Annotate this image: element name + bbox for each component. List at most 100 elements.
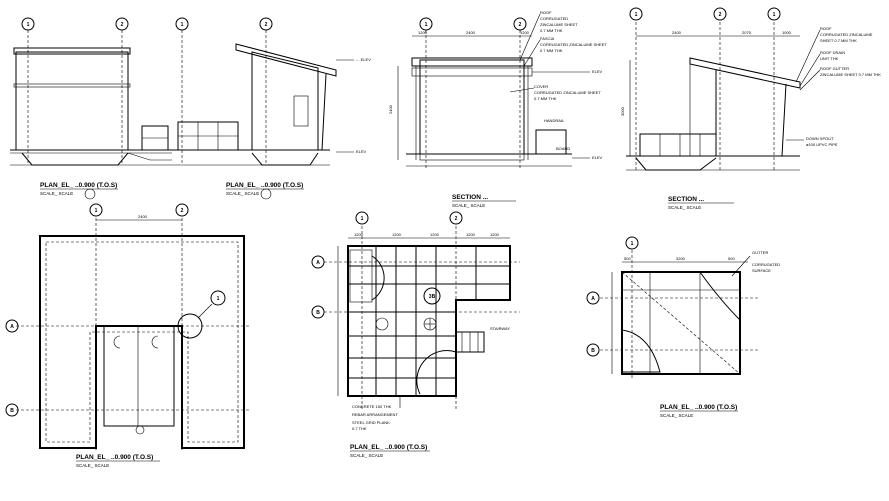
grid-bubble: 1	[21, 17, 35, 31]
roof-fascia	[13, 47, 131, 55]
grating-grid	[347, 245, 511, 397]
drawing-title: PLAN_EL_ ..0.900 (T.O.S)	[350, 444, 427, 451]
svg-text:CORRUGATED ZINCALUME SHEET: CORRUGATED ZINCALUME SHEET	[534, 90, 601, 95]
plan-notes: GUTTER CORRUGATED SURFACE	[731, 250, 780, 277]
sloped-roof	[235, 43, 337, 77]
front-elevation: 1 2 PLAN_EL_ ..0.900 (T.O.S) SCALE_ SCAL…	[10, 17, 172, 200]
svg-text:ELEV: ELEV	[592, 69, 603, 74]
grid-label: 2	[719, 12, 722, 18]
svg-text:1200: 1200	[354, 232, 364, 237]
svg-text:BOARD: BOARD	[556, 146, 570, 151]
svg-text:1200: 1200	[520, 30, 530, 35]
svg-text:STAIRWAY: STAIRWAY	[490, 326, 510, 331]
drawing-title: PLAN_EL_ ..0.900 (T.O.S)	[40, 182, 117, 189]
grid-bubble: B	[586, 343, 600, 357]
grid-bubble: 1	[625, 236, 639, 250]
svg-text:ø100 UPVC PIPE: ø100 UPVC PIPE	[806, 142, 838, 147]
svg-text:ROOF GUTTER: ROOF GUTTER	[820, 66, 849, 71]
stair-hatch	[349, 249, 373, 303]
grid-bubble: 2	[513, 17, 527, 31]
sloped-roof	[689, 57, 801, 89]
svg-text:ROOF: ROOF	[540, 10, 552, 15]
drawing-title: SECTION ...	[668, 196, 704, 203]
drawing-scale: SCALE_ SCALE	[226, 191, 259, 196]
svg-text:UNIT THK: UNIT THK	[820, 56, 839, 61]
drawing-title: SECTION ...	[452, 194, 488, 201]
svg-text:FASCIA: FASCIA	[540, 36, 555, 41]
grid-bubble: 2	[259, 17, 273, 31]
grid-bubble: 1	[629, 7, 643, 21]
svg-text:1200: 1200	[430, 232, 440, 237]
grid-bubble: B	[5, 403, 19, 417]
grid-bubble: 2	[449, 211, 463, 225]
detail-callout: 1	[177, 290, 226, 339]
svg-text:SURFACE: SURFACE	[752, 268, 771, 273]
svg-text:2400: 2400	[672, 30, 682, 35]
svg-text:COVER: COVER	[534, 84, 548, 89]
grid-bubble: 1	[89, 203, 103, 217]
svg-text:1200: 1200	[466, 232, 476, 237]
svg-text:ZINCALUME SHEET 0.7 MM THK: ZINCALUME SHEET 0.7 MM THK	[820, 72, 881, 77]
svg-text:3B: 3B	[429, 294, 436, 300]
grid-bubble: 2	[713, 7, 727, 21]
grid-bubble: 1	[767, 7, 781, 21]
plan-notes: CONCRETE 150 THK REBAR ARRANGEMENT STEEL…	[352, 326, 510, 431]
svg-text:ELEV: ELEV	[356, 149, 367, 154]
svg-text:500: 500	[624, 256, 631, 261]
grid-label: 2	[519, 22, 522, 28]
level-marker: ELEV	[572, 155, 603, 160]
callout-notes: ROOF CORRUGATED ZINCALUME SHEET 0.7 MM T…	[509, 10, 607, 151]
grid-label: A	[316, 260, 320, 266]
svg-text:0.7 MM THK: 0.7 MM THK	[540, 28, 563, 33]
grid-label: 1	[181, 22, 184, 28]
drawing-scale: SCALE_ SCALE	[660, 413, 693, 418]
grid-bubble: 2	[175, 203, 189, 217]
svg-text:DOWN SPOUT: DOWN SPOUT	[806, 136, 834, 141]
cladding-wall	[15, 51, 129, 151]
drawing-scale: SCALE_ SCALE	[668, 205, 701, 210]
side-elevation: 1 2 -.. ELEV ELEV PLAN_EL_ ..0.900 (T.O.…	[172, 17, 371, 200]
grid-label: B	[316, 310, 320, 316]
svg-text:2400: 2400	[466, 30, 476, 35]
svg-text:ROOF: ROOF	[820, 26, 832, 31]
svg-text:2400: 2400	[138, 214, 148, 219]
grid-label: 2	[455, 216, 458, 222]
grid-bubble: 2	[115, 17, 129, 31]
grid-bubble: A	[311, 255, 325, 269]
svg-text:0.7 MM THK: 0.7 MM THK	[534, 96, 557, 101]
svg-text:2075: 2075	[742, 30, 752, 35]
svg-text:1200: 1200	[392, 232, 402, 237]
svg-text:CORRUGATED: CORRUGATED	[752, 262, 780, 267]
svg-text:ZINCALUME SHEET: ZINCALUME SHEET	[540, 22, 578, 27]
plan-b: 1 2 A B 1200 1200 1200 1200 1200	[311, 211, 520, 458]
grid-label: 2	[265, 22, 268, 28]
svg-text:1200: 1200	[490, 232, 500, 237]
svg-text:0.7 MM THK: 0.7 MM THK	[540, 48, 563, 53]
grid-label: A	[591, 296, 595, 302]
svg-text:CONCRETE 150 THK: CONCRETE 150 THK	[352, 404, 392, 409]
grid-bubble: A	[586, 291, 600, 305]
roof-plan-outline	[621, 271, 741, 375]
drawing-title: PLAN_EL_ ..0.900 (T.O.S)	[660, 404, 737, 411]
grid-bubble: 1	[175, 17, 189, 31]
svg-text:CORRUGATED ZINCALUME: CORRUGATED ZINCALUME	[820, 32, 873, 37]
svg-text:2400: 2400	[388, 104, 393, 114]
svg-text:CORRUGATED ZINCALUME SHEET: CORRUGATED ZINCALUME SHEET	[540, 42, 607, 47]
svg-text:SHEET 0.7 MM THK: SHEET 0.7 MM THK	[820, 38, 857, 43]
drawing-scale: SCALE_ SCALE	[350, 453, 383, 458]
grid-label: 1	[27, 22, 30, 28]
door-panel	[293, 95, 309, 127]
drawing-scale: SCALE_ SCALE	[452, 203, 485, 208]
drawing-title: PLAN_EL_ ..0.900 (T.O.S)	[226, 182, 303, 189]
level-marker: ELEV	[532, 69, 603, 74]
grid-label: 1	[425, 22, 428, 28]
level-marker: ELEV	[336, 149, 367, 154]
plan-outline	[39, 235, 245, 449]
handrail	[639, 133, 717, 157]
grid-bubble: B	[311, 305, 325, 319]
svg-text:500: 500	[728, 256, 735, 261]
svg-text:3000: 3000	[620, 106, 625, 116]
svg-text:1000: 1000	[782, 30, 792, 35]
grid-label: B	[10, 408, 14, 414]
